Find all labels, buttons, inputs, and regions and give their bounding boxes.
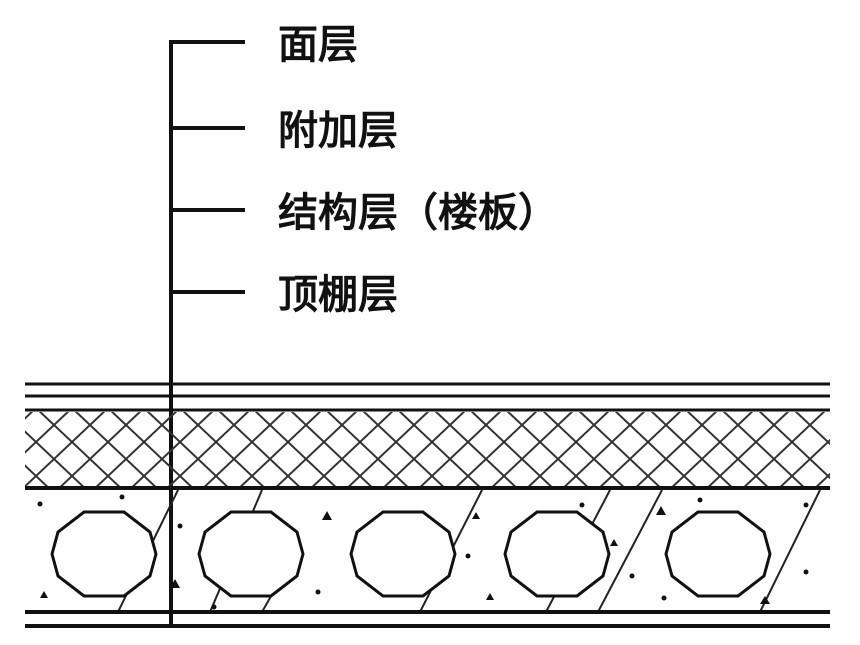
layer-labels: 面层 附加层 结构层（楼板） 顶棚层 (278, 22, 558, 318)
label-structural-layer: 结构层（楼板） (278, 190, 558, 236)
label-ceiling-layer: 顶棚层 (278, 272, 398, 318)
surface-layer-lines (25, 382, 830, 412)
hollow-core-3 (349, 510, 457, 598)
additional-layer-hatch (25, 412, 830, 486)
label-additional-layer: 附加层 (278, 108, 398, 154)
hollow-core-2 (197, 510, 305, 598)
hollow-core-1 (50, 510, 158, 598)
hollow-core-5 (664, 510, 772, 598)
leader-lines (169, 40, 245, 628)
slab-hollow-cores (50, 510, 772, 598)
ceiling-layer-lines (25, 610, 830, 628)
aggregate-marks (37, 494, 809, 610)
hollow-core-4 (503, 510, 611, 598)
label-surface-layer: 面层 (278, 22, 358, 68)
